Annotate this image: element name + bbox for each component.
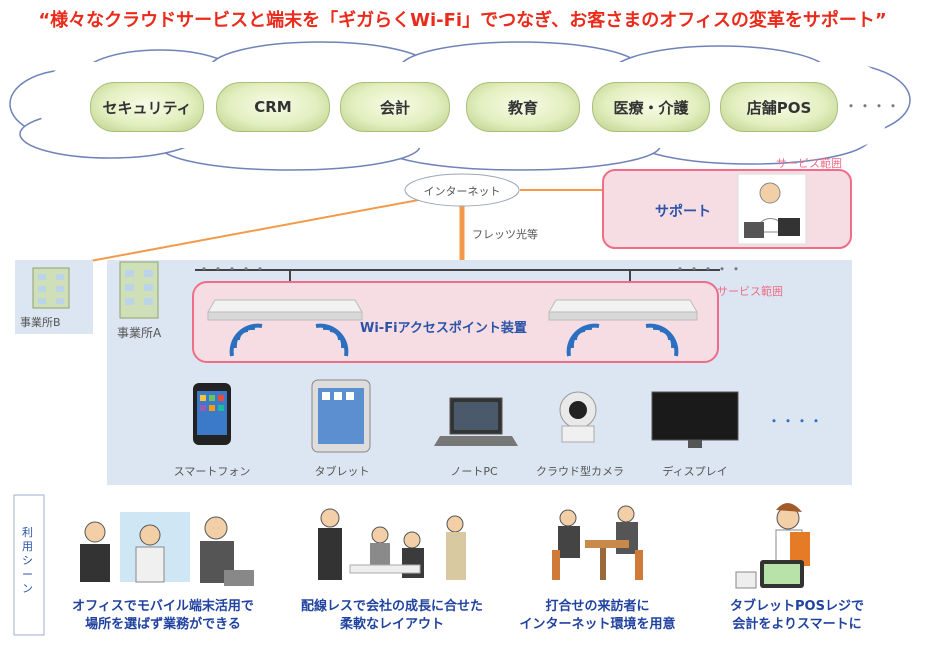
scene-office-mobile: オフィスでモバイル端末活用で 場所を選ばず業務ができる	[72, 599, 254, 632]
flexible-layout-illustration	[318, 508, 466, 580]
scene-flexible-layout: 配線レスで会社の成長に合せた 柔軟なレイアウト	[300, 599, 483, 632]
access-point-2	[548, 299, 698, 321]
cloud-more: ・・・・	[845, 99, 902, 113]
wifi-icon	[566, 323, 600, 357]
office-b-line	[84, 195, 441, 263]
tablet-icon	[311, 379, 371, 453]
office-b-label: 事業所B	[20, 316, 61, 329]
wifi-icon	[229, 323, 263, 357]
display-icon	[651, 391, 739, 448]
meeting-illustration	[552, 505, 643, 580]
device-label-tablet: タブレット	[314, 465, 370, 478]
access-point-label: Wi-Fiアクセスポイント装置	[360, 321, 527, 336]
lan-service-range: サービス範囲	[717, 285, 783, 298]
laptop-icon	[434, 397, 518, 446]
wifi-icon	[645, 323, 679, 357]
device-label-laptop: ノートPC	[450, 465, 498, 478]
smartphone-icon	[193, 383, 231, 445]
device-label-camera: クラウド型カメラ	[536, 465, 624, 478]
office-a-label: 事業所A	[117, 326, 162, 340]
building-icon	[32, 267, 70, 309]
access-point-1	[207, 299, 363, 321]
scene-pos-register: タブレットPOSレジで 会計をよりスマートに	[730, 599, 864, 632]
office-mobile-illustration	[80, 512, 254, 586]
support-label: サポート	[655, 204, 711, 220]
internet-node	[404, 173, 520, 207]
device-label-smartphone: スマートフォン	[173, 465, 251, 478]
service-pill-security: セキュリティ	[90, 82, 204, 132]
scene-label-box	[13, 494, 45, 636]
building-icon	[119, 261, 159, 319]
service-pill-accounting: 会計	[340, 82, 450, 132]
service-pill-medical: 医療・介護	[592, 82, 710, 132]
scene-meeting-internet: 打合せの来訪者に インターネット環境を用意	[519, 599, 676, 632]
operator-icon	[737, 173, 807, 245]
support-box	[602, 169, 852, 249]
service-pill-crm: CRM	[216, 82, 330, 132]
camera-icon	[559, 391, 597, 443]
scene-label: 利用シーン	[22, 526, 33, 595]
service-pill-education: 教育	[466, 82, 580, 132]
internet-label: インターネット	[423, 185, 501, 198]
wifi-icon	[315, 323, 349, 357]
device-label-display: ディスプレイ	[662, 465, 728, 478]
support-service-range: サービス範囲	[776, 157, 842, 170]
fiber-label: フレッツ光等	[472, 228, 538, 241]
bus-dots-left: ・・・・・	[198, 262, 269, 276]
page-title: “様々なクラウドサービスと端末を「ギガらくWi-Fi」でつなぎ、お客さまのオフィ…	[38, 10, 887, 31]
service-pill-pos: 店舗POS	[720, 82, 838, 132]
devices-more: ・・・・	[768, 414, 825, 428]
pos-register-illustration	[735, 502, 810, 589]
bus-dots-right: ・・・・・	[674, 262, 745, 276]
